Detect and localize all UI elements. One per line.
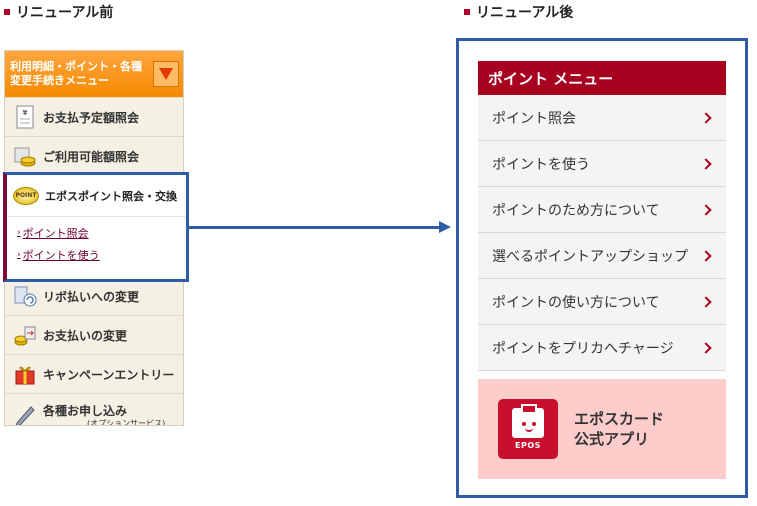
new-menu-item-use-points[interactable]: ポイントを使う (478, 141, 726, 187)
new-menu-item-point-inquiry[interactable]: ポイント照会 (478, 95, 726, 141)
app-banner-line1: エポスカード (574, 410, 665, 428)
popup-link-label: ポイントを使う (22, 249, 100, 262)
old-point-popup: POINT エポスポイント照会・交換 › ポイント照会 › ポイントを使う (3, 172, 189, 282)
old-menu-header[interactable]: 利用明細・ポイント・各種 変更手続きメニュー (5, 51, 183, 97)
coin-text: POINT (15, 192, 37, 199)
chevron-right-icon (700, 157, 712, 170)
popup-link-use-points[interactable]: › ポイントを使う (17, 247, 186, 263)
bullet-square-icon (464, 9, 470, 15)
epos-app-icon: EPOS (498, 399, 558, 459)
triangle-down-icon (159, 68, 173, 80)
bullet-square-icon (4, 9, 10, 15)
new-menu-item-label: ポイントのため方について (492, 202, 660, 219)
new-menu-item-label: ポイント照会 (492, 110, 576, 127)
arrow-line (189, 226, 441, 229)
new-menu-item-label: 選べるポイントアップショップ (492, 248, 688, 265)
old-menu-item-label: ご利用可能額照会 (43, 149, 140, 164)
old-menu-item-label: キャンペーンエントリー (43, 367, 175, 382)
old-menu-item[interactable]: リボ払いへの変更 (5, 276, 183, 315)
chevron-right-icon (700, 249, 712, 262)
heading-after-text: リニューアル後 (476, 5, 574, 21)
heading-before-text: リニューアル前 (16, 5, 114, 21)
old-menu-item[interactable]: 各種お申し込み (オプションサービス) (5, 393, 183, 426)
old-menu-item-label: お支払いの変更 (43, 328, 128, 343)
arrow-right-icon (439, 221, 451, 233)
new-menu-item-charge-prepaid[interactable]: ポイントをプリカへチャージ (478, 325, 726, 371)
heading-after-renewal: リニューアル後 (464, 2, 573, 22)
old-menu-item-label: リボ払いへの変更 (43, 289, 140, 304)
old-menu-item-sublabel: (オプションサービス) (87, 419, 166, 426)
new-menu-item-label: ポイントをプリカへチャージ (492, 340, 674, 357)
popup-header[interactable]: POINT エポスポイント照会・交換 (7, 175, 186, 217)
app-icon-label: EPOS (515, 441, 541, 450)
heading-before-renewal: リニューアル前 (4, 2, 113, 22)
statement-icon: ¥ (13, 104, 37, 130)
app-banner-text: エポスカード 公式アプリ (574, 409, 664, 449)
coins-icon (13, 143, 37, 169)
dropdown-toggle-button[interactable] (153, 61, 179, 87)
svg-text:¥: ¥ (23, 109, 28, 117)
old-menu-item-label: 各種お申し込み (43, 404, 128, 418)
pen-icon (13, 402, 37, 425)
chevron-right-icon (700, 111, 712, 124)
popup-title: エポスポイント照会・交換 (45, 189, 177, 203)
chevron-right-icon (700, 341, 712, 354)
gift-icon (13, 361, 37, 387)
new-menu-item-how-to-use[interactable]: ポイントの使い方について (478, 279, 726, 325)
old-menu-item-label: お支払予定額照会 (43, 110, 140, 125)
old-menu-item[interactable]: キャンペーンエントリー (5, 354, 183, 393)
old-menu-item[interactable]: ¥ お支払予定額照会 (5, 97, 183, 136)
popup-link-point-inquiry[interactable]: › ポイント照会 (17, 225, 186, 241)
app-banner-line2: 公式アプリ (574, 430, 650, 448)
payment-change-icon (13, 322, 37, 348)
old-menu-item[interactable]: お支払いの変更 (5, 315, 183, 354)
new-menu-item-earn-points[interactable]: ポイントのため方について (478, 187, 726, 233)
old-menu-header-text: 利用明細・ポイント・各種 変更手続きメニュー (10, 60, 142, 87)
new-menu-item-pointup-shop[interactable]: 選べるポイントアップショップ (478, 233, 726, 279)
app-mascot-icon (512, 404, 544, 438)
chevron-right-icon (700, 295, 712, 308)
old-menu-item[interactable]: ご利用可能額照会 (5, 136, 183, 175)
new-menu-item-label: ポイントを使う (492, 156, 590, 173)
chevron-right-icon (700, 203, 712, 216)
popup-link-label: ポイント照会 (22, 227, 89, 240)
old-menu-item-text: 各種お申し込み (オプションサービス) (43, 402, 166, 426)
official-app-banner[interactable]: EPOS エポスカード 公式アプリ (478, 379, 726, 479)
chevron-right-icon: › (17, 228, 21, 238)
point-coin-icon: POINT (13, 186, 39, 205)
new-menu-header: ポイント メニュー (478, 61, 726, 95)
new-menu-frame: ポイント メニュー ポイント照会 ポイントを使う ポイントのため方について 選べ… (456, 38, 748, 498)
new-menu-item-label: ポイントの使い方について (492, 294, 660, 311)
chevron-right-icon: › (17, 250, 21, 260)
revolving-icon (13, 283, 37, 309)
